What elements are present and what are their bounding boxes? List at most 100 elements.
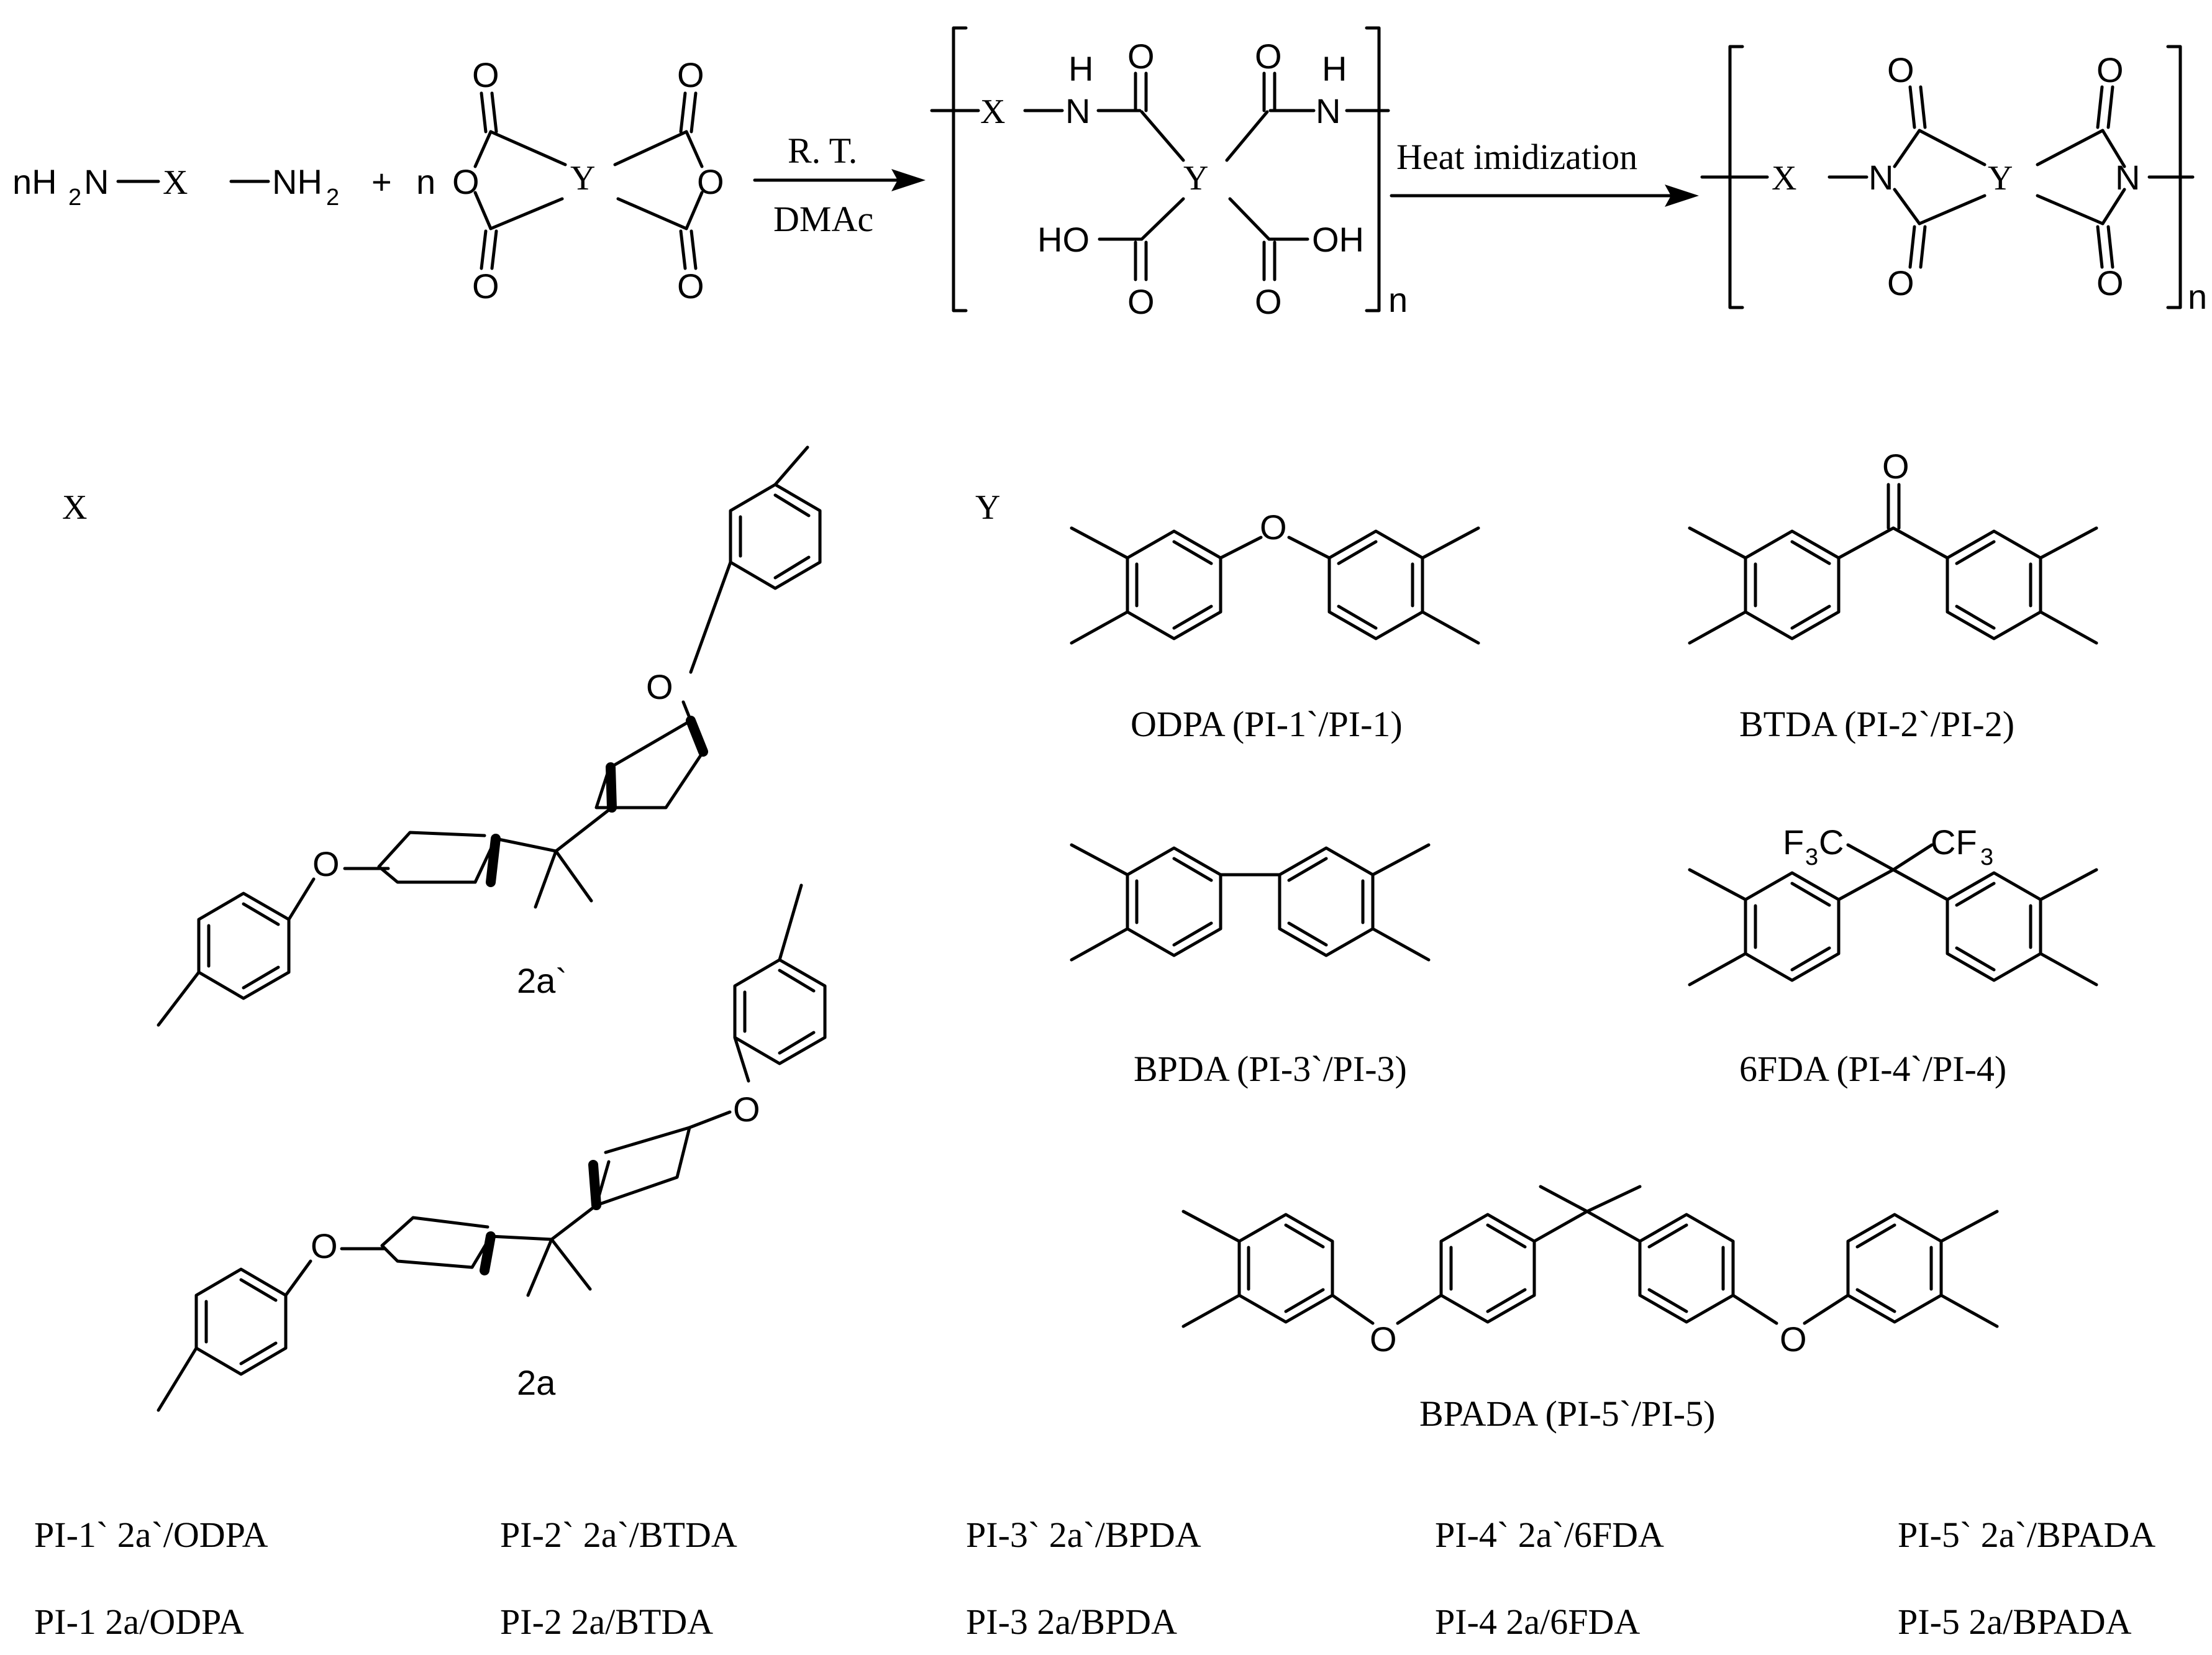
o-atom: O: [472, 55, 499, 94]
dianhydride-6fda: F 3 C CF 3 6FDA (PI-4`/PI-4): [1688, 823, 2098, 1089]
ring: [1946, 529, 2042, 641]
legend-pi-4-prime: PI-4` 2a`/6FDA: [1435, 1515, 1664, 1555]
bond: [554, 806, 614, 853]
bond: [1532, 1210, 1589, 1243]
bond: [613, 130, 688, 166]
o-atom: O: [1127, 282, 1155, 321]
reaction-scheme: nH 2 N X NH 2 + n O O O O O O Y: [12, 26, 2207, 321]
o-atom: O: [1887, 50, 1914, 89]
bond: [690, 91, 698, 134]
bond: [688, 1110, 732, 1129]
bond: [1070, 526, 1129, 560]
o-atom: O: [1127, 37, 1155, 76]
bond: [733, 1036, 750, 1083]
o-atom: O: [1255, 37, 1282, 76]
bond: [1939, 1293, 1999, 1328]
bond: [242, 902, 280, 926]
cyclohexane-ring: [594, 1126, 691, 1207]
legend-pi-3-prime: PI-3` 2a`/BPDA: [966, 1515, 1201, 1555]
bond: [778, 969, 816, 993]
amic-y: Y: [1183, 159, 1208, 198]
bond: [1893, 129, 1921, 168]
bond: [685, 191, 704, 230]
repeat-n: n: [2188, 277, 2207, 316]
h-atom: H: [1068, 49, 1093, 88]
bond: [1172, 604, 1213, 630]
bond: [1070, 843, 1129, 877]
bond: [773, 555, 811, 580]
ring: [1846, 1213, 1943, 1324]
bond: [1955, 540, 1996, 565]
bond: [1421, 526, 1480, 560]
wedge-bond: [480, 1231, 496, 1275]
cyclohexane-ring: [380, 1216, 493, 1269]
ring: [1126, 846, 1222, 957]
bond: [534, 849, 558, 909]
dianhydride-y: Y: [570, 159, 595, 198]
legend-pi-4: PI-4 2a/6FDA: [1435, 1602, 1640, 1642]
bond: [2096, 225, 2104, 269]
bracket-left: [952, 26, 968, 312]
diamine-sub: 2: [68, 185, 81, 211]
bracket-right: [1365, 26, 1381, 312]
wedge-bond: [686, 716, 708, 757]
polyimide: n X N O Y O O N O: [1700, 45, 2207, 316]
bond: [1790, 882, 1831, 907]
bond: [1855, 1223, 1896, 1249]
condition-imidization: Heat imidization: [1396, 137, 1637, 177]
ho-group: HO: [1037, 220, 1090, 259]
legend-pi-1-prime: PI-1` 2a`/ODPA: [34, 1515, 268, 1555]
caption-bpda: BPDA (PI-3`/PI-3): [1134, 1049, 1407, 1089]
ring: [733, 958, 827, 1065]
bond: [473, 130, 493, 168]
plus-sign: +: [371, 162, 392, 201]
n-coefficient: n: [416, 162, 435, 201]
dianhydride-odpa: O ODPA (PI-1`/PI-1): [1070, 508, 1480, 744]
bond: [1585, 1185, 1642, 1213]
bond: [1287, 536, 1331, 560]
bond: [1070, 610, 1129, 645]
cf3-right-sub: 3: [1980, 844, 1993, 870]
o-atom: O: [472, 267, 499, 306]
diamine-prefix: nH: [12, 162, 57, 201]
bond: [1939, 1210, 1999, 1243]
bond: [2039, 868, 2098, 901]
bond: [685, 130, 704, 168]
bond: [1284, 1288, 1325, 1313]
ring: [1744, 529, 1841, 641]
legend-pi-1: PI-1 2a/ODPA: [34, 1602, 244, 1642]
bond: [2101, 188, 2126, 226]
bond: [1172, 921, 1213, 947]
cyclohexane-ring: [594, 719, 705, 809]
n-atom: N: [1065, 91, 1090, 130]
bond: [679, 91, 687, 134]
bond: [1955, 882, 1996, 907]
wedge-bond: [606, 762, 617, 813]
caption-6fda: 6FDA (PI-4`/PI-4): [1739, 1049, 2006, 1089]
diamine-x: X: [163, 163, 188, 202]
bond: [1585, 1210, 1642, 1243]
bond: [473, 191, 493, 230]
bond: [1688, 526, 1747, 560]
dianhydride: O O O O O O Y: [452, 55, 724, 306]
legend-pi-3: PI-3 2a/BPDA: [966, 1602, 1177, 1642]
caption-bpada: BPADA (PI-5`/PI-5): [1419, 1393, 1715, 1434]
bond: [1918, 194, 1987, 226]
ring: [1126, 529, 1222, 641]
bond: [679, 229, 687, 270]
bond: [1539, 1185, 1589, 1213]
bond: [616, 197, 688, 230]
bond: [1919, 225, 1927, 269]
bond: [1837, 526, 1895, 560]
legend-pi-2: PI-2 2a/BTDA: [500, 1602, 713, 1642]
bond: [1337, 604, 1378, 630]
bond: [494, 837, 558, 853]
bond: [2101, 129, 2126, 168]
polymer-legend: PI-1` 2a`/ODPA PI-2` 2a`/BTDA PI-3` 2a`/…: [34, 1515, 2155, 1642]
x-panel-title: X: [62, 488, 87, 527]
bond: [287, 877, 316, 921]
ring: [1439, 1213, 1536, 1324]
bond: [1891, 526, 1949, 560]
repeat-n: n: [1388, 280, 1408, 319]
bond: [1688, 610, 1747, 645]
